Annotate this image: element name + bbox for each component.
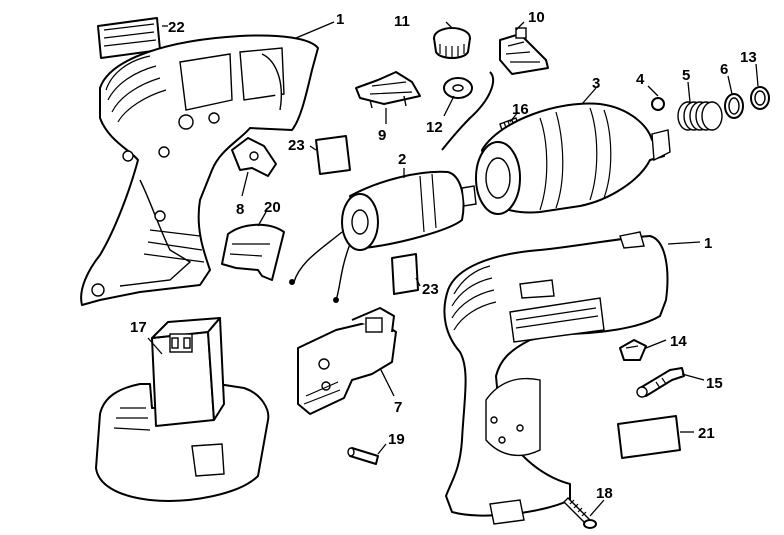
part-12-spring-wire — [441, 71, 495, 151]
part-6-ring — [724, 93, 744, 119]
part-14-clip — [619, 339, 647, 361]
callout-4: 4 — [636, 71, 645, 88]
callout-12: 12 — [426, 119, 443, 136]
callout-23-lower: 23 — [422, 281, 439, 298]
part-3-gearbox — [475, 102, 671, 215]
callout-13: 13 — [740, 49, 757, 66]
callout-1-left: 1 — [336, 11, 344, 28]
callout-11: 11 — [394, 13, 410, 30]
callout-15: 15 — [706, 375, 723, 392]
part-15-bit — [636, 367, 685, 398]
callout-18: 18 — [596, 485, 613, 502]
callout-leader-lines — [147, 21, 759, 517]
callout-14: 14 — [670, 333, 687, 350]
part-19-pin — [347, 447, 379, 465]
callout-10: 10 — [528, 9, 545, 26]
part-18-screw — [563, 497, 597, 529]
callout-7: 7 — [394, 399, 402, 416]
part-2-motor — [289, 170, 477, 303]
callout-2: 2 — [398, 151, 406, 168]
callout-6: 6 — [720, 61, 728, 78]
part-23-label-upper — [315, 135, 351, 175]
callout-1-right: 1 — [704, 235, 712, 252]
part-4-small-ring — [651, 97, 665, 111]
callout-8: 8 — [236, 201, 244, 218]
callout-labels: 22 1 11 10 9 12 16 3 4 5 6 13 23 2 8 20 … — [130, 9, 757, 502]
part-1-housing-left — [80, 34, 319, 306]
part-17-battery-pack — [95, 317, 270, 502]
part-23-label-lower — [391, 253, 419, 295]
callout-19: 19 — [388, 431, 405, 448]
callout-3: 3 — [592, 75, 600, 92]
part-13-retaining-ring — [750, 86, 770, 110]
callout-5: 5 — [682, 67, 690, 84]
callout-16: 16 — [512, 101, 529, 118]
part-20-brush-holder — [221, 223, 285, 281]
callout-17: 17 — [130, 319, 147, 336]
callout-23-upper: 23 — [288, 137, 305, 154]
part-10-clip — [499, 27, 549, 75]
part-7-trigger-switch — [297, 307, 397, 415]
part-21-label — [617, 415, 681, 459]
part-9-switch-slide — [355, 71, 421, 109]
part-5-coil-spring — [677, 101, 723, 131]
part-8-bracket — [231, 137, 277, 177]
callout-21: 21 — [698, 425, 715, 442]
callout-22: 22 — [168, 19, 185, 36]
callout-20: 20 — [264, 199, 281, 216]
callout-9: 9 — [378, 127, 386, 144]
part-1-housing-right — [443, 231, 669, 525]
part-11-knob — [433, 27, 471, 59]
